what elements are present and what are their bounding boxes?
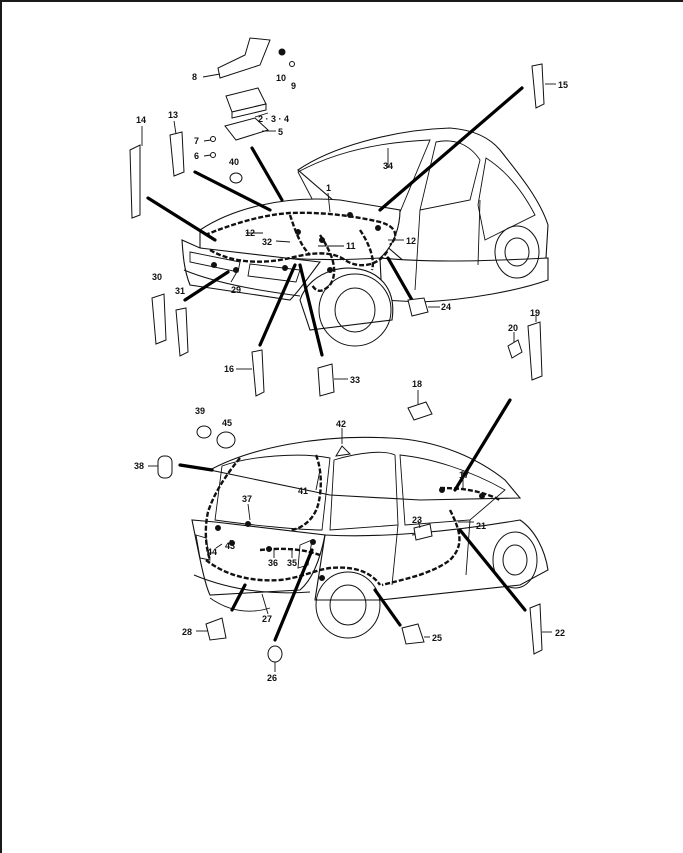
connector-part-23 xyxy=(413,523,433,541)
rear-car-front-wheel xyxy=(492,531,538,589)
callout-35: 35 xyxy=(287,558,297,568)
callout-34: 34 xyxy=(383,161,393,171)
box-part-5 xyxy=(224,117,269,141)
front-callout-lines xyxy=(141,73,556,404)
plug-part-45 xyxy=(216,431,236,449)
clip-part-14 xyxy=(129,144,141,219)
callout-17: 17 xyxy=(459,470,469,480)
callout-29: 29 xyxy=(231,285,241,295)
callout-5: 5 xyxy=(278,127,283,137)
callout-33: 33 xyxy=(350,375,360,385)
callout-18: 18 xyxy=(412,379,422,389)
plug-part-39 xyxy=(196,425,212,439)
callout-32: 32 xyxy=(262,237,272,247)
callout-27: 27 xyxy=(262,614,272,624)
callout-38: 38 xyxy=(134,461,144,471)
cap-part-18 xyxy=(407,401,433,421)
clamp-part-13 xyxy=(169,131,185,177)
clip-part-20 xyxy=(507,339,523,359)
callout-6: 6 xyxy=(194,151,199,161)
callout-31: 31 xyxy=(175,286,185,296)
clamp-part-19 xyxy=(527,321,543,381)
clamp-part-22 xyxy=(529,603,543,655)
callout-12b: 12 xyxy=(406,236,416,246)
rear-parts xyxy=(157,425,543,663)
front-leader-lines xyxy=(146,86,524,357)
callout-44: 44 xyxy=(207,547,217,557)
callout-42: 42 xyxy=(336,419,346,429)
rear-leader-lines xyxy=(178,398,527,642)
callout-40: 40 xyxy=(229,157,239,167)
callout-14: 14 xyxy=(136,115,146,125)
clamp-part-30 xyxy=(151,293,167,345)
callout-24: 24 xyxy=(441,302,451,312)
grommet-part-38 xyxy=(157,455,173,479)
front-wheel xyxy=(318,273,392,347)
callout-25: 25 xyxy=(432,633,442,643)
bracket-part-8 xyxy=(217,37,271,79)
callout-8: 8 xyxy=(192,72,197,82)
callout-37: 37 xyxy=(242,494,252,504)
callout-10: 10 xyxy=(276,73,286,83)
callout-22: 22 xyxy=(555,628,565,638)
rear-car-body xyxy=(191,436,549,639)
grommet-part-26 xyxy=(267,645,283,663)
rear-car-wheel xyxy=(315,571,381,639)
callout-36: 36 xyxy=(268,558,278,568)
front-parts xyxy=(129,37,545,421)
callout-30: 30 xyxy=(152,272,162,282)
callout-16: 16 xyxy=(224,364,234,374)
rear-callout-lines xyxy=(148,428,552,672)
callout-20: 20 xyxy=(508,323,518,333)
clip-part-15 xyxy=(531,63,545,109)
cap-part-42 xyxy=(335,445,352,457)
callout-45: 45 xyxy=(222,418,232,428)
callout-labels: 1 2 · 3 · 4 5 6 7 8 9 10 11 12 12 13 14 … xyxy=(134,72,568,683)
callout-21: 21 xyxy=(476,521,486,531)
callout-2: 2 · 3 · 4 xyxy=(258,114,289,124)
clamp-part-31 xyxy=(175,307,189,357)
callout-41: 41 xyxy=(298,486,308,496)
rear-wiring-harness xyxy=(204,454,501,587)
callout-19: 19 xyxy=(530,308,540,318)
callout-43: 43 xyxy=(225,541,235,551)
callout-15: 15 xyxy=(558,80,568,90)
band-part-33 xyxy=(317,363,335,397)
callout-28: 28 xyxy=(182,627,192,637)
clamp-part-16 xyxy=(251,349,265,397)
callout-1: 1 xyxy=(326,183,331,193)
rear-wheel xyxy=(494,225,540,279)
callout-39: 39 xyxy=(195,406,205,416)
callout-26: 26 xyxy=(267,673,277,683)
callout-13: 13 xyxy=(168,110,178,120)
clamp-part-28 xyxy=(205,617,227,641)
front-wiring-harness xyxy=(204,211,397,292)
callout-23: 23 xyxy=(412,515,422,525)
grommet-part-40 xyxy=(229,172,243,184)
callout-7: 7 xyxy=(194,136,199,146)
callout-9: 9 xyxy=(291,81,296,91)
callout-12a: 12 xyxy=(245,228,255,238)
callout-11: 11 xyxy=(346,241,356,251)
grommet-part-24 xyxy=(407,297,429,317)
grommet-part-25 xyxy=(401,623,425,645)
